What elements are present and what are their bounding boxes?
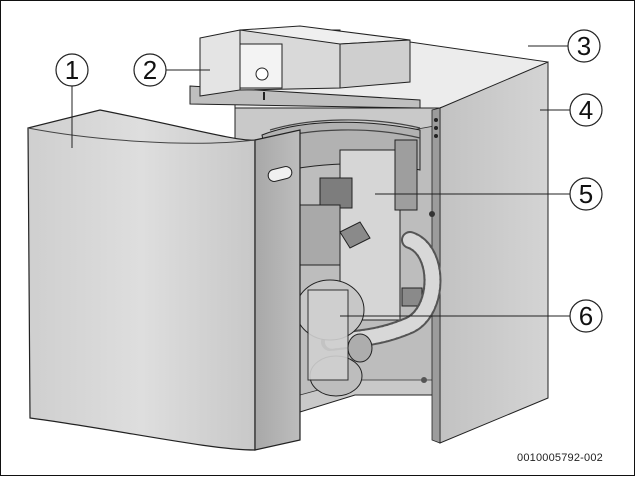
callout-5-number: 5 [579,179,593,209]
side-edge-details [421,118,438,383]
callout-3-number: 3 [577,31,591,61]
control-unit [189,25,421,109]
burner-fan-assembly [295,279,373,397]
side-panel [431,61,549,444]
leader-lines [71,45,570,317]
callout-6: 6 [569,299,603,333]
callout-2: 2 [133,53,167,87]
heat-exchanger-unit [261,119,435,321]
callout-3: 3 [567,29,601,63]
callouts: 1 2 3 4 5 6 [55,29,603,333]
front-panel [27,109,301,451]
document-code: 0010005792-002 [517,452,603,464]
callout-4-number: 4 [579,95,593,125]
callout-6-number: 6 [579,301,593,331]
callout-2-number: 2 [143,55,157,85]
callout-4: 4 [569,93,603,127]
callout-1: 1 [55,53,89,87]
callout-1-number: 1 [65,55,79,85]
callout-5: 5 [569,177,603,211]
